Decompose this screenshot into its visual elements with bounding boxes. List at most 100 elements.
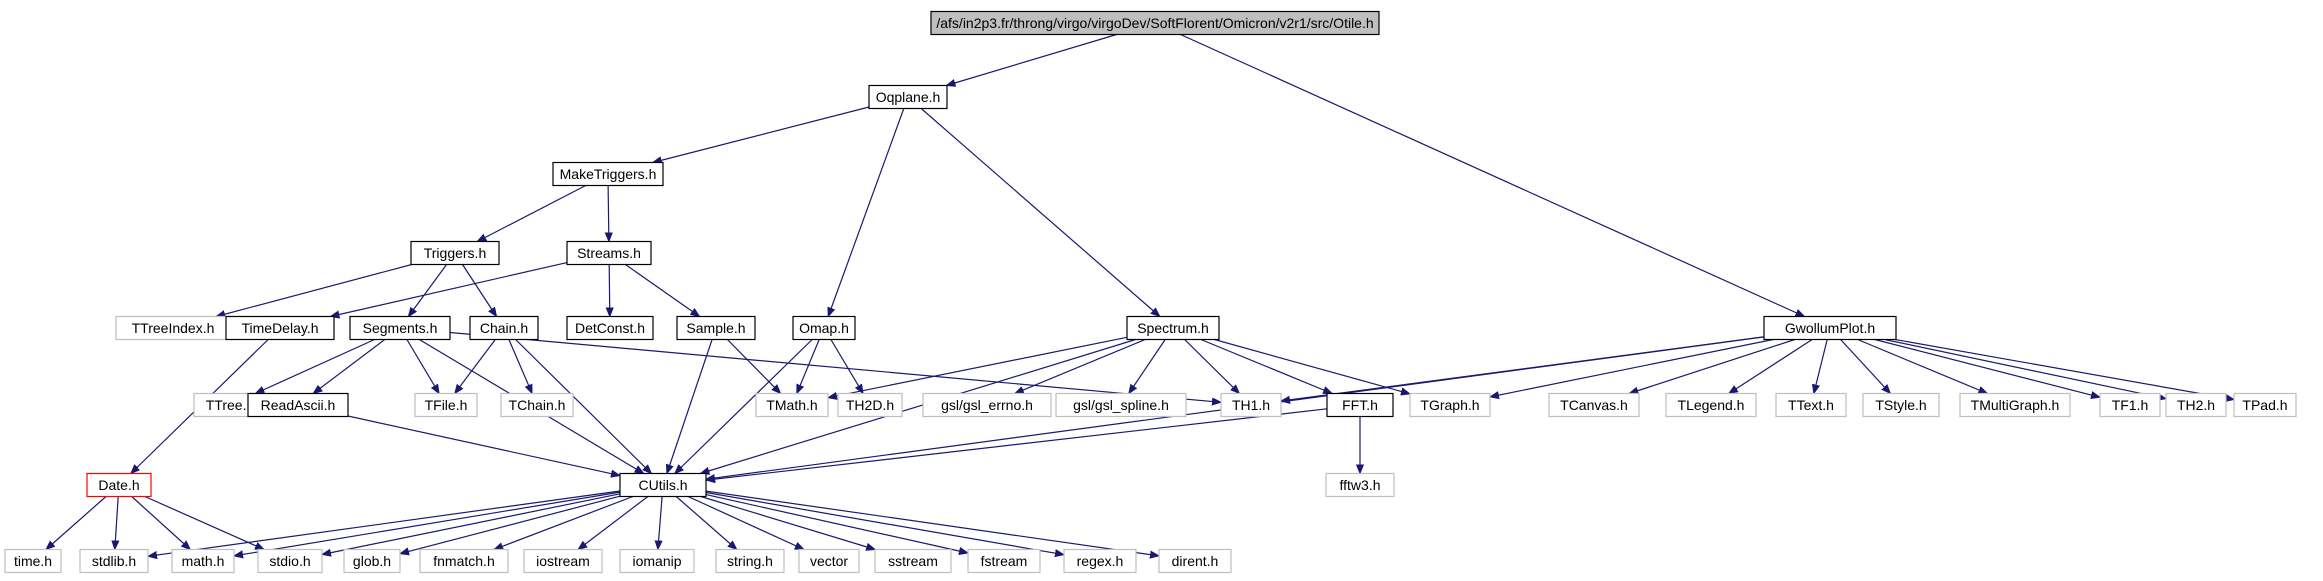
node-iostream: iostream [523, 548, 603, 574]
node-label-th2: TH2.h [2177, 397, 2215, 413]
node-label-readascii: ReadAscii.h [261, 397, 336, 413]
node-label-tgraph: TGraph.h [1420, 397, 1479, 413]
edge-cutils-to-vector [687, 495, 804, 551]
node-fnmatch: fnmatch.h [419, 548, 509, 574]
node-box-tchain [500, 392, 574, 418]
edge-readascii-to-cutils [347, 415, 620, 476]
node-oqplane[interactable]: Oqplane.h [868, 84, 948, 110]
node-box-stdio [257, 548, 323, 574]
node-box-oqplane [868, 84, 948, 110]
node-sample[interactable]: Sample.h [676, 315, 756, 341]
node-box-tstyle [1862, 392, 1940, 418]
node-box-cutils [619, 472, 707, 498]
node-box-iomanip [619, 548, 695, 574]
node-readascii[interactable]: ReadAscii.h [247, 392, 349, 418]
edge-cutils-to-math [234, 491, 621, 556]
node-timedelay[interactable]: TimeDelay.h [225, 315, 335, 341]
edge-fft-to-cutils [706, 408, 1328, 480]
edge-gwollumplot-to-tf1 [1874, 338, 2100, 398]
node-box-tmath [755, 392, 829, 418]
node-date[interactable]: Date.h [86, 472, 152, 498]
node-box-fnmatch [419, 548, 509, 574]
node-label-otile: /afs/in2p3.fr/throng/virgo/virgoDev/Soft… [936, 15, 1373, 31]
node-box-regex [1063, 548, 1137, 574]
node-th2: TH2.h [2165, 392, 2227, 418]
node-label-gslerrno: gsl/gsl_errno.h [941, 397, 1033, 413]
node-box-glob [343, 548, 401, 574]
edge-maketriggers-to-streams [608, 185, 609, 242]
node-label-tstyle: TStyle.h [1875, 397, 1926, 413]
node-cutils[interactable]: CUtils.h [619, 472, 707, 498]
node-maketriggers[interactable]: MakeTriggers.h [552, 161, 664, 187]
edge-triggers-to-ttreeindex [216, 263, 412, 317]
node-label-ttree: TTree.h [206, 397, 255, 413]
node-label-segments: Segments.h [363, 320, 438, 336]
edge-streams-to-sample [625, 264, 699, 317]
node-label-ttreeindex: TTreeIndex.h [132, 320, 215, 336]
node-box-tcanvas [1548, 392, 1640, 418]
node-label-timedelay: TimeDelay.h [241, 320, 318, 336]
node-box-date [86, 472, 152, 498]
node-ttext: TText.h [1775, 392, 1847, 418]
node-tmultigraph: TMultiGraph.h [1959, 392, 2071, 418]
node-label-cutils: CUtils.h [638, 477, 687, 493]
node-fft[interactable]: FFT.h [1326, 392, 1394, 418]
edge-gwollumplot-to-tmultigraph [1857, 338, 1988, 395]
node-streams[interactable]: Streams.h [566, 240, 652, 266]
node-label-tlegend: TLegend.h [1678, 397, 1745, 413]
node-box-math [171, 548, 235, 574]
node-box-segments [349, 315, 451, 341]
node-label-glob: glob.h [353, 553, 391, 569]
edge-cutils-to-iostream [578, 496, 649, 550]
node-box-th2d [837, 392, 903, 418]
node-label-th1: TH1.h [1232, 397, 1270, 413]
node-gwollumplot[interactable]: GwollumPlot.h [1763, 315, 1897, 341]
node-label-fftw3: fftw3.h [1340, 477, 1381, 493]
node-box-sstream [874, 548, 952, 574]
node-label-maketriggers: MakeTriggers.h [560, 166, 657, 182]
node-triggers[interactable]: Triggers.h [410, 240, 500, 266]
node-ttreeindex: TTreeIndex.h [115, 315, 231, 341]
edge-gwollumplot-to-tstyle [1840, 339, 1891, 394]
node-box-iostream [523, 548, 603, 574]
node-box-tpad [2233, 392, 2297, 418]
edge-maketriggers-to-triggers [477, 184, 586, 242]
node-label-tf1: TF1.h [2112, 397, 2149, 413]
node-otile[interactable]: /afs/in2p3.fr/throng/virgo/virgoDev/Soft… [930, 10, 1380, 36]
node-label-sstream: sstream [888, 553, 938, 569]
node-detconst[interactable]: DetConst.h [566, 315, 654, 341]
node-label-tmath: TMath.h [766, 397, 817, 413]
node-chain[interactable]: Chain.h [469, 315, 539, 341]
node-label-gslspline: gsl/gsl_spline.h [1073, 397, 1169, 413]
edge-cutils-to-sstream [700, 495, 875, 550]
edge-gwollumplot-to-tcanvas [1629, 338, 1795, 394]
node-spectrum[interactable]: Spectrum.h [1126, 315, 1220, 341]
node-tlegend: TLegend.h [1665, 392, 1757, 418]
node-label-math: math.h [182, 553, 225, 569]
node-box-tgraph [1409, 392, 1491, 418]
node-iomanip: iomanip [619, 548, 695, 574]
node-label-stdlib: stdlib.h [92, 553, 136, 569]
edge-cutils-to-dirent [705, 490, 1159, 556]
node-label-ttext: TText.h [1788, 397, 1834, 413]
edge-spectrum-to-fft [1200, 338, 1332, 395]
edge-date-to-stdio [144, 495, 264, 551]
edge-gwollumplot-to-tgraph [1490, 338, 1774, 397]
node-tcanvas: TCanvas.h [1548, 392, 1640, 418]
node-glob: glob.h [343, 548, 401, 574]
node-gslspline: gsl/gsl_spline.h [1055, 392, 1187, 418]
node-omap[interactable]: Omap.h [792, 315, 856, 341]
edge-gwollumplot-to-th2 [1884, 338, 2166, 399]
node-box-tmultigraph [1959, 392, 2071, 418]
node-label-oqplane: Oqplane.h [876, 89, 941, 105]
node-label-sample: Sample.h [686, 320, 745, 336]
node-fstream: fstream [967, 548, 1041, 574]
node-segments[interactable]: Segments.h [349, 315, 451, 341]
node-label-regex: regex.h [1077, 553, 1124, 569]
edge-spectrum-to-gslerrno [1015, 338, 1146, 395]
node-tstyle: TStyle.h [1862, 392, 1940, 418]
node-box-gwollumplot [1763, 315, 1897, 341]
node-th1: TH1.h [1220, 392, 1282, 418]
edge-chain-to-tfile [455, 339, 496, 394]
node-box-otile [930, 10, 1380, 36]
